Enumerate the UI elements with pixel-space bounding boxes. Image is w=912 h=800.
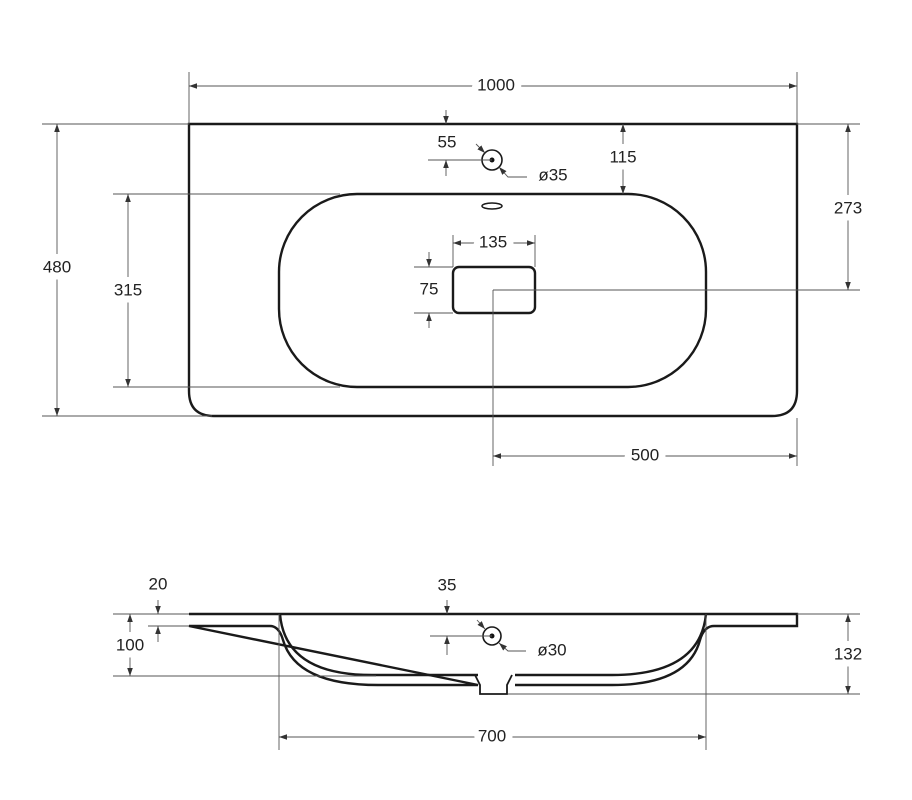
tap-hole-offset-label: 55 [438, 132, 457, 151]
drain-width-label: 135 [479, 232, 507, 251]
dimension-rim-thickness: 20 [113, 567, 189, 642]
dimension-overflow-diameter: ø30 [476, 619, 574, 666]
bowl-edge-offset-label: 115 [609, 147, 636, 166]
drain-offset-width-label: 500 [631, 445, 659, 464]
bowl-depth-label: 315 [114, 280, 142, 299]
rim-thickness-label: 20 [149, 574, 168, 593]
width-label: 1000 [477, 75, 515, 94]
dimension-bowl-height: 100 [109, 614, 376, 677]
bowl-height-label: 100 [116, 635, 144, 654]
dimension-width: 1000 [188, 68, 798, 124]
drain-height-label: 75 [420, 279, 439, 298]
dimension-drain-width: 135 [452, 225, 536, 267]
dimension-drain-offset-width: 500 [492, 290, 798, 471]
dimension-bowl-depth: 315 [107, 193, 340, 388]
basin-profile-outer [188, 612, 799, 687]
drain-offset-depth-label: 273 [834, 198, 862, 217]
dimension-drain-offset-depth: 273 [493, 123, 869, 291]
basin-outline [187, 122, 799, 418]
overflow-hole [481, 202, 503, 210]
dimension-tap-hole-offset: 55 [428, 110, 492, 176]
overflow-offset-label: 35 [438, 575, 457, 594]
overflow-diameter-label: ø30 [537, 640, 566, 659]
depth-label: 480 [43, 257, 71, 276]
dimension-depth: 480 [36, 123, 212, 417]
total-height-label: 132 [834, 644, 862, 663]
drain-outlet [474, 674, 513, 695]
dimension-bowl-edge-offset: 115 [602, 124, 644, 194]
top-view: 1000 480 315 273 115 55 [36, 68, 869, 471]
dimension-drain-height: 75 [413, 252, 453, 328]
bowl-outline [277, 192, 708, 389]
side-view: 20 100 132 35 ø30 [109, 567, 869, 752]
tap-hole-diameter-label: ø35 [538, 165, 567, 184]
basin-profile-inner [278, 613, 708, 677]
dimension-overflow-offset: 35 [430, 568, 492, 655]
bowl-width-label: 700 [478, 726, 506, 745]
